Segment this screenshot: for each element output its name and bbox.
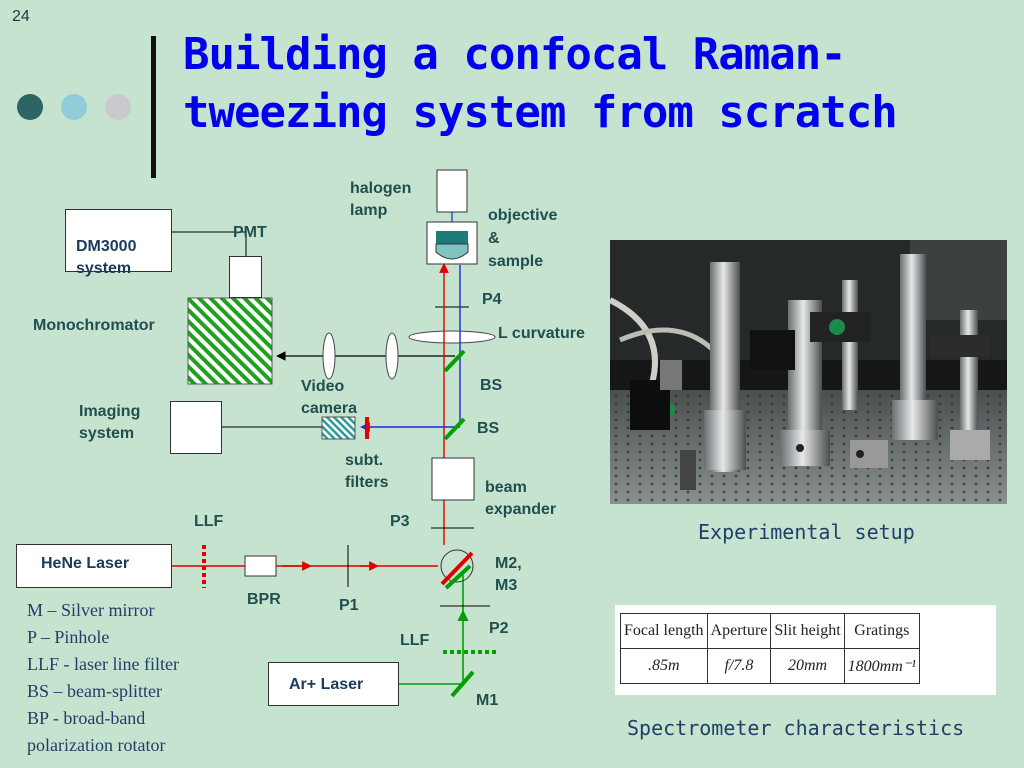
mirror-m2 — [440, 551, 474, 586]
bpr-box — [244, 555, 277, 577]
p2-label: P2 — [489, 620, 509, 637]
monochromator-box — [187, 297, 273, 385]
curvature-lens — [408, 330, 496, 344]
ar-laser-label: Ar+ Laser — [289, 676, 364, 693]
legend-item: LLF - laser line filter — [27, 654, 179, 674]
m2-m3-label: M2, M3 — [495, 555, 522, 594]
imaging-system-box — [170, 401, 222, 454]
legend-item: P – Pinhole — [27, 627, 110, 647]
table-cell: .85m — [620, 648, 708, 684]
legend-item: polarization rotator — [27, 735, 166, 755]
pmt-label: PMT — [233, 224, 267, 241]
p3-label: P3 — [390, 513, 410, 530]
title-line-1: Building a confocal Raman- — [183, 29, 847, 80]
abbreviation-legend: M – Silver mirror P – Pinhole LLF - lase… — [27, 597, 179, 759]
p4-label: P4 — [482, 291, 502, 308]
llf-bottom-label: LLF — [400, 632, 430, 649]
table-row: .85m f/7.8 20mm 1800mm⁻¹ — [620, 648, 921, 684]
decor-dot-light — [61, 94, 87, 120]
bs-upper-label: BS — [480, 377, 503, 394]
spectrometer-caption: Spectrometer characteristics — [627, 716, 965, 740]
title-divider — [151, 36, 156, 178]
hene-laser-box: HeNe Laser — [16, 544, 172, 588]
photo-caption: Experimental setup — [698, 520, 915, 544]
experimental-setup-photo — [610, 240, 1007, 504]
table-header-cell: Aperture — [706, 613, 772, 649]
slide-number: 24 — [12, 8, 30, 25]
table-header-cell: Focal length — [620, 613, 708, 649]
table-row: Focal length Aperture Slit height Gratin… — [620, 613, 921, 649]
lens-2 — [385, 332, 399, 380]
dm3000-system-box: DM3000 system — [65, 209, 172, 277]
legend-item: BS – beam-splitter — [27, 681, 162, 701]
beam-expander-label: beam expander — [485, 479, 557, 518]
beam-splitter-upper — [443, 349, 466, 373]
decor-dot-grey — [105, 94, 131, 120]
subt-filters-label: subt. filters — [345, 452, 389, 491]
beam-expander-box — [431, 457, 475, 501]
video-camera-label: Video camera — [301, 378, 358, 417]
table-header-cell: Gratings — [843, 613, 921, 649]
legend-item: M – Silver mirror — [27, 600, 155, 620]
pmt-box — [229, 256, 262, 298]
table-header-cell: Slit height — [770, 613, 845, 649]
mirror-m3 — [444, 564, 472, 590]
imaging-system-label: Imaging system — [79, 403, 141, 442]
table-cell: f/7.8 — [706, 648, 772, 684]
title-line-2: tweezing system from scratch — [183, 87, 898, 138]
bpr-label: BPR — [247, 591, 281, 608]
monochromator-label: Monochromator — [33, 317, 155, 334]
beam-splitter-lower — [443, 417, 466, 441]
m1-label: M1 — [476, 692, 499, 709]
table-cell: 20mm — [770, 648, 845, 684]
video-camera-filter — [321, 416, 356, 440]
objective-lens — [435, 243, 469, 260]
spectrometer-table: Focal length Aperture Slit height Gratin… — [620, 613, 921, 684]
halogen-lamp-box — [436, 169, 468, 213]
decor-dot-dark — [17, 94, 43, 120]
llf-top-label: LLF — [194, 513, 224, 530]
spectrometer-table-panel: Focal length Aperture Slit height Gratin… — [615, 605, 996, 695]
slide-title: Building a confocal Raman- tweezing syst… — [183, 26, 898, 142]
objective-sample-label: objective & sample — [488, 207, 558, 270]
mirror-m1 — [450, 670, 475, 698]
halogen-lamp-label: halogen lamp — [350, 180, 412, 219]
flip-mirror-circle — [440, 549, 474, 583]
ar-laser-box: Ar+ Laser — [268, 662, 399, 706]
p1-label: P1 — [339, 597, 359, 614]
dm3000-label: DM3000 system — [76, 238, 137, 277]
dm3000-pmt-line — [172, 231, 247, 258]
legend-item: BP - broad-band — [27, 708, 146, 728]
table-cell: 1800mm⁻¹ — [843, 648, 921, 684]
setup-photo-illustration — [610, 240, 1007, 504]
hene-laser-label: HeNe Laser — [41, 555, 130, 572]
l-curvature-label: L curvature — [498, 325, 585, 342]
sample-slide — [436, 231, 468, 244]
lens-1 — [322, 332, 336, 380]
bs-lower-label: BS — [477, 420, 500, 437]
